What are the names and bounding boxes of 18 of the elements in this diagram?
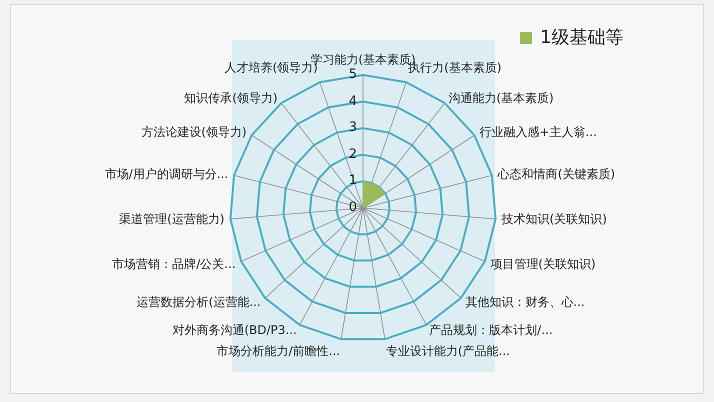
category-label: 其他知识：财务、心... bbox=[465, 296, 585, 308]
category-label: 渠道管理(运营能力) bbox=[119, 213, 224, 226]
category-label: 产品规划：版本计划/... bbox=[429, 324, 553, 336]
category-label: 知识传承(领导力) bbox=[184, 92, 278, 104]
axis-tick-label: 0 bbox=[348, 201, 357, 214]
category-label: 沟通能力(基本素质) bbox=[448, 92, 554, 104]
category-label: 心态和情商(关键素质) bbox=[498, 168, 616, 180]
category-label: 市场分析能力/前瞻性... bbox=[216, 345, 340, 358]
category-label: 运营数据分析(运营能... bbox=[136, 296, 261, 308]
category-label: 专业设计能力(产品能... bbox=[386, 345, 510, 358]
category-label: 对外商务沟通(BD/P3... bbox=[172, 324, 297, 336]
category-label: 市场/用户的调研与分... bbox=[104, 168, 228, 180]
category-label: 项目管理(关联知识) bbox=[490, 258, 596, 270]
category-label: 技术知识(关联知识) bbox=[502, 213, 607, 226]
category-label: 方法论建设(领导力) bbox=[141, 126, 247, 138]
category-label: 市场营销：品牌/公关... bbox=[112, 258, 236, 270]
legend-label: 1级基础等 bbox=[540, 26, 624, 50]
category-label: 行业融入感+主人翁... bbox=[479, 126, 597, 138]
